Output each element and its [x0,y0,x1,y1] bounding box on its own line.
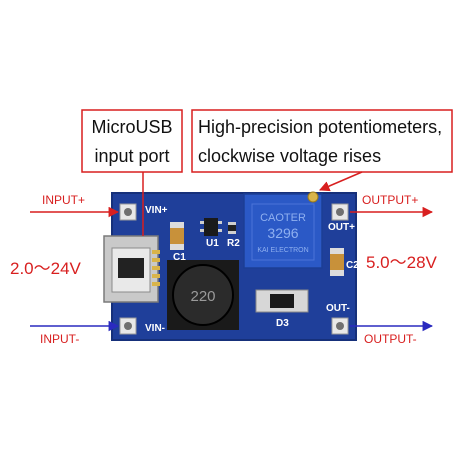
usb-callout-line-1: MicroUSB [91,117,172,137]
potentiometer: CAOTER 3296 KAI ELECTRON [243,191,323,269]
silk-vin-minus: VIN- [145,323,165,334]
usb-callout-box [81,109,183,173]
pad-vin-plus [119,203,137,221]
capacitor-c2 [330,248,344,276]
usb-callout-line-2: input port [94,146,169,166]
silk-out-plus: OUT+ [328,222,355,233]
potentiometer-adjust-screw [307,191,319,203]
pad-out-minus [331,317,349,335]
input-minus-label: INPUT- [40,332,79,346]
output-voltage-range: 5.0～28V [366,253,438,272]
pot-callout-line-2: clockwise voltage rises [198,146,381,166]
input-plus-label: INPUT+ [42,193,85,207]
pot-brand: CAOTER [260,212,306,224]
silk-r2: R2 [227,238,240,249]
pad-vin-minus [119,317,137,335]
chip-u1 [200,218,222,236]
inductor: 220 [167,260,239,330]
input-voltage-range: 2.0～24V [10,259,82,278]
silk-c1: C1 [173,252,186,263]
silk-out-minus: OUT- [326,303,350,314]
silk-c2: C2 [346,260,359,271]
output-plus-label: OUTPUT+ [362,193,418,207]
pot-callout-line-1: High-precision potentiometers, [198,117,442,137]
pot-callout-box [191,109,453,173]
pot-model: 3296 [267,225,298,241]
pad-out-plus [331,203,349,221]
micro-usb-connector [103,235,160,303]
silk-d3: D3 [276,318,289,329]
inductor-marking: 220 [190,288,215,305]
resistor-r2 [228,222,236,234]
capacitor-c1 [170,222,184,250]
output-minus-label: OUTPUT- [364,332,417,346]
diode-d3 [255,289,309,313]
pot-maker: KAI ELECTRON [257,247,308,254]
silk-vin-plus: VIN+ [145,205,168,216]
silk-u1: U1 [206,238,219,249]
pot-callout-leader [319,171,363,192]
